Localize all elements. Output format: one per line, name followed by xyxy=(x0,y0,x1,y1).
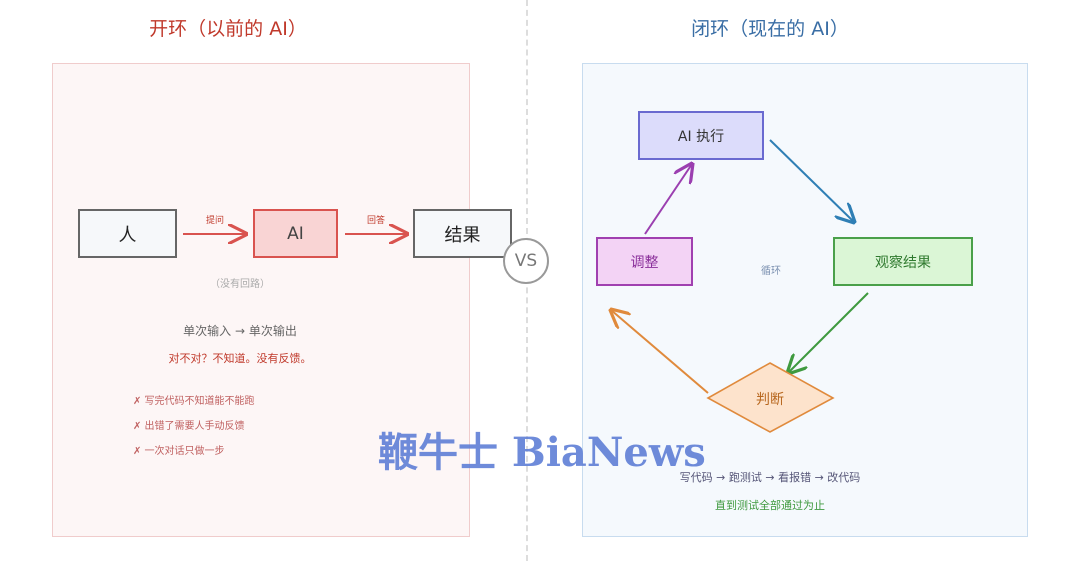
loop-label: 循环 xyxy=(761,266,781,277)
open-loop-panel xyxy=(52,63,470,537)
judge-diamond xyxy=(706,362,835,433)
arrow-execute-to-observe xyxy=(769,139,854,222)
bullet-item: ✗ 写完代码不知道能不能跑 xyxy=(133,396,255,407)
watermark: 鞭牛士 BiaNews xyxy=(378,429,706,476)
closed-loop-title: 闭环（现在的 AI） xyxy=(691,18,849,40)
node-observe: 观察结果 xyxy=(833,237,973,286)
node-adjust: 调整 xyxy=(596,237,693,286)
node-result: 结果 xyxy=(413,209,512,258)
node-judge-label: 判断 xyxy=(756,392,784,408)
warning-text: 对不对？不知道。没有反馈。 xyxy=(168,352,312,365)
edge-label-ask: 提问 xyxy=(205,216,225,226)
arrow-observe-to-judge xyxy=(788,292,869,373)
open-loop-title: 开环（以前的 AI） xyxy=(149,18,307,40)
until-text: 直到测试全部通过为止 xyxy=(715,499,825,512)
arrow-adjust-to-execute xyxy=(644,164,692,235)
flow-text: 写代码 → 跑测试 → 看报错 → 改代码 xyxy=(679,471,861,484)
bullet-item: ✗ 一次对话只做一步 xyxy=(133,446,225,457)
bullet-item: ✗ 出错了需要人手动反馈 xyxy=(133,421,245,432)
arrow-judge-to-adjust xyxy=(611,310,709,394)
no-loop-note: （没有回路） xyxy=(210,279,270,290)
vs-badge: VS xyxy=(503,238,549,284)
node-human: 人 xyxy=(78,209,177,258)
closed-loop-panel xyxy=(582,63,1028,537)
edge-label-answer: 回答 xyxy=(366,216,386,226)
summary-text: 单次输入 → 单次输出 xyxy=(183,324,297,338)
node-ai-execute: AI 执行 xyxy=(638,111,764,160)
node-ai: AI xyxy=(253,209,338,258)
